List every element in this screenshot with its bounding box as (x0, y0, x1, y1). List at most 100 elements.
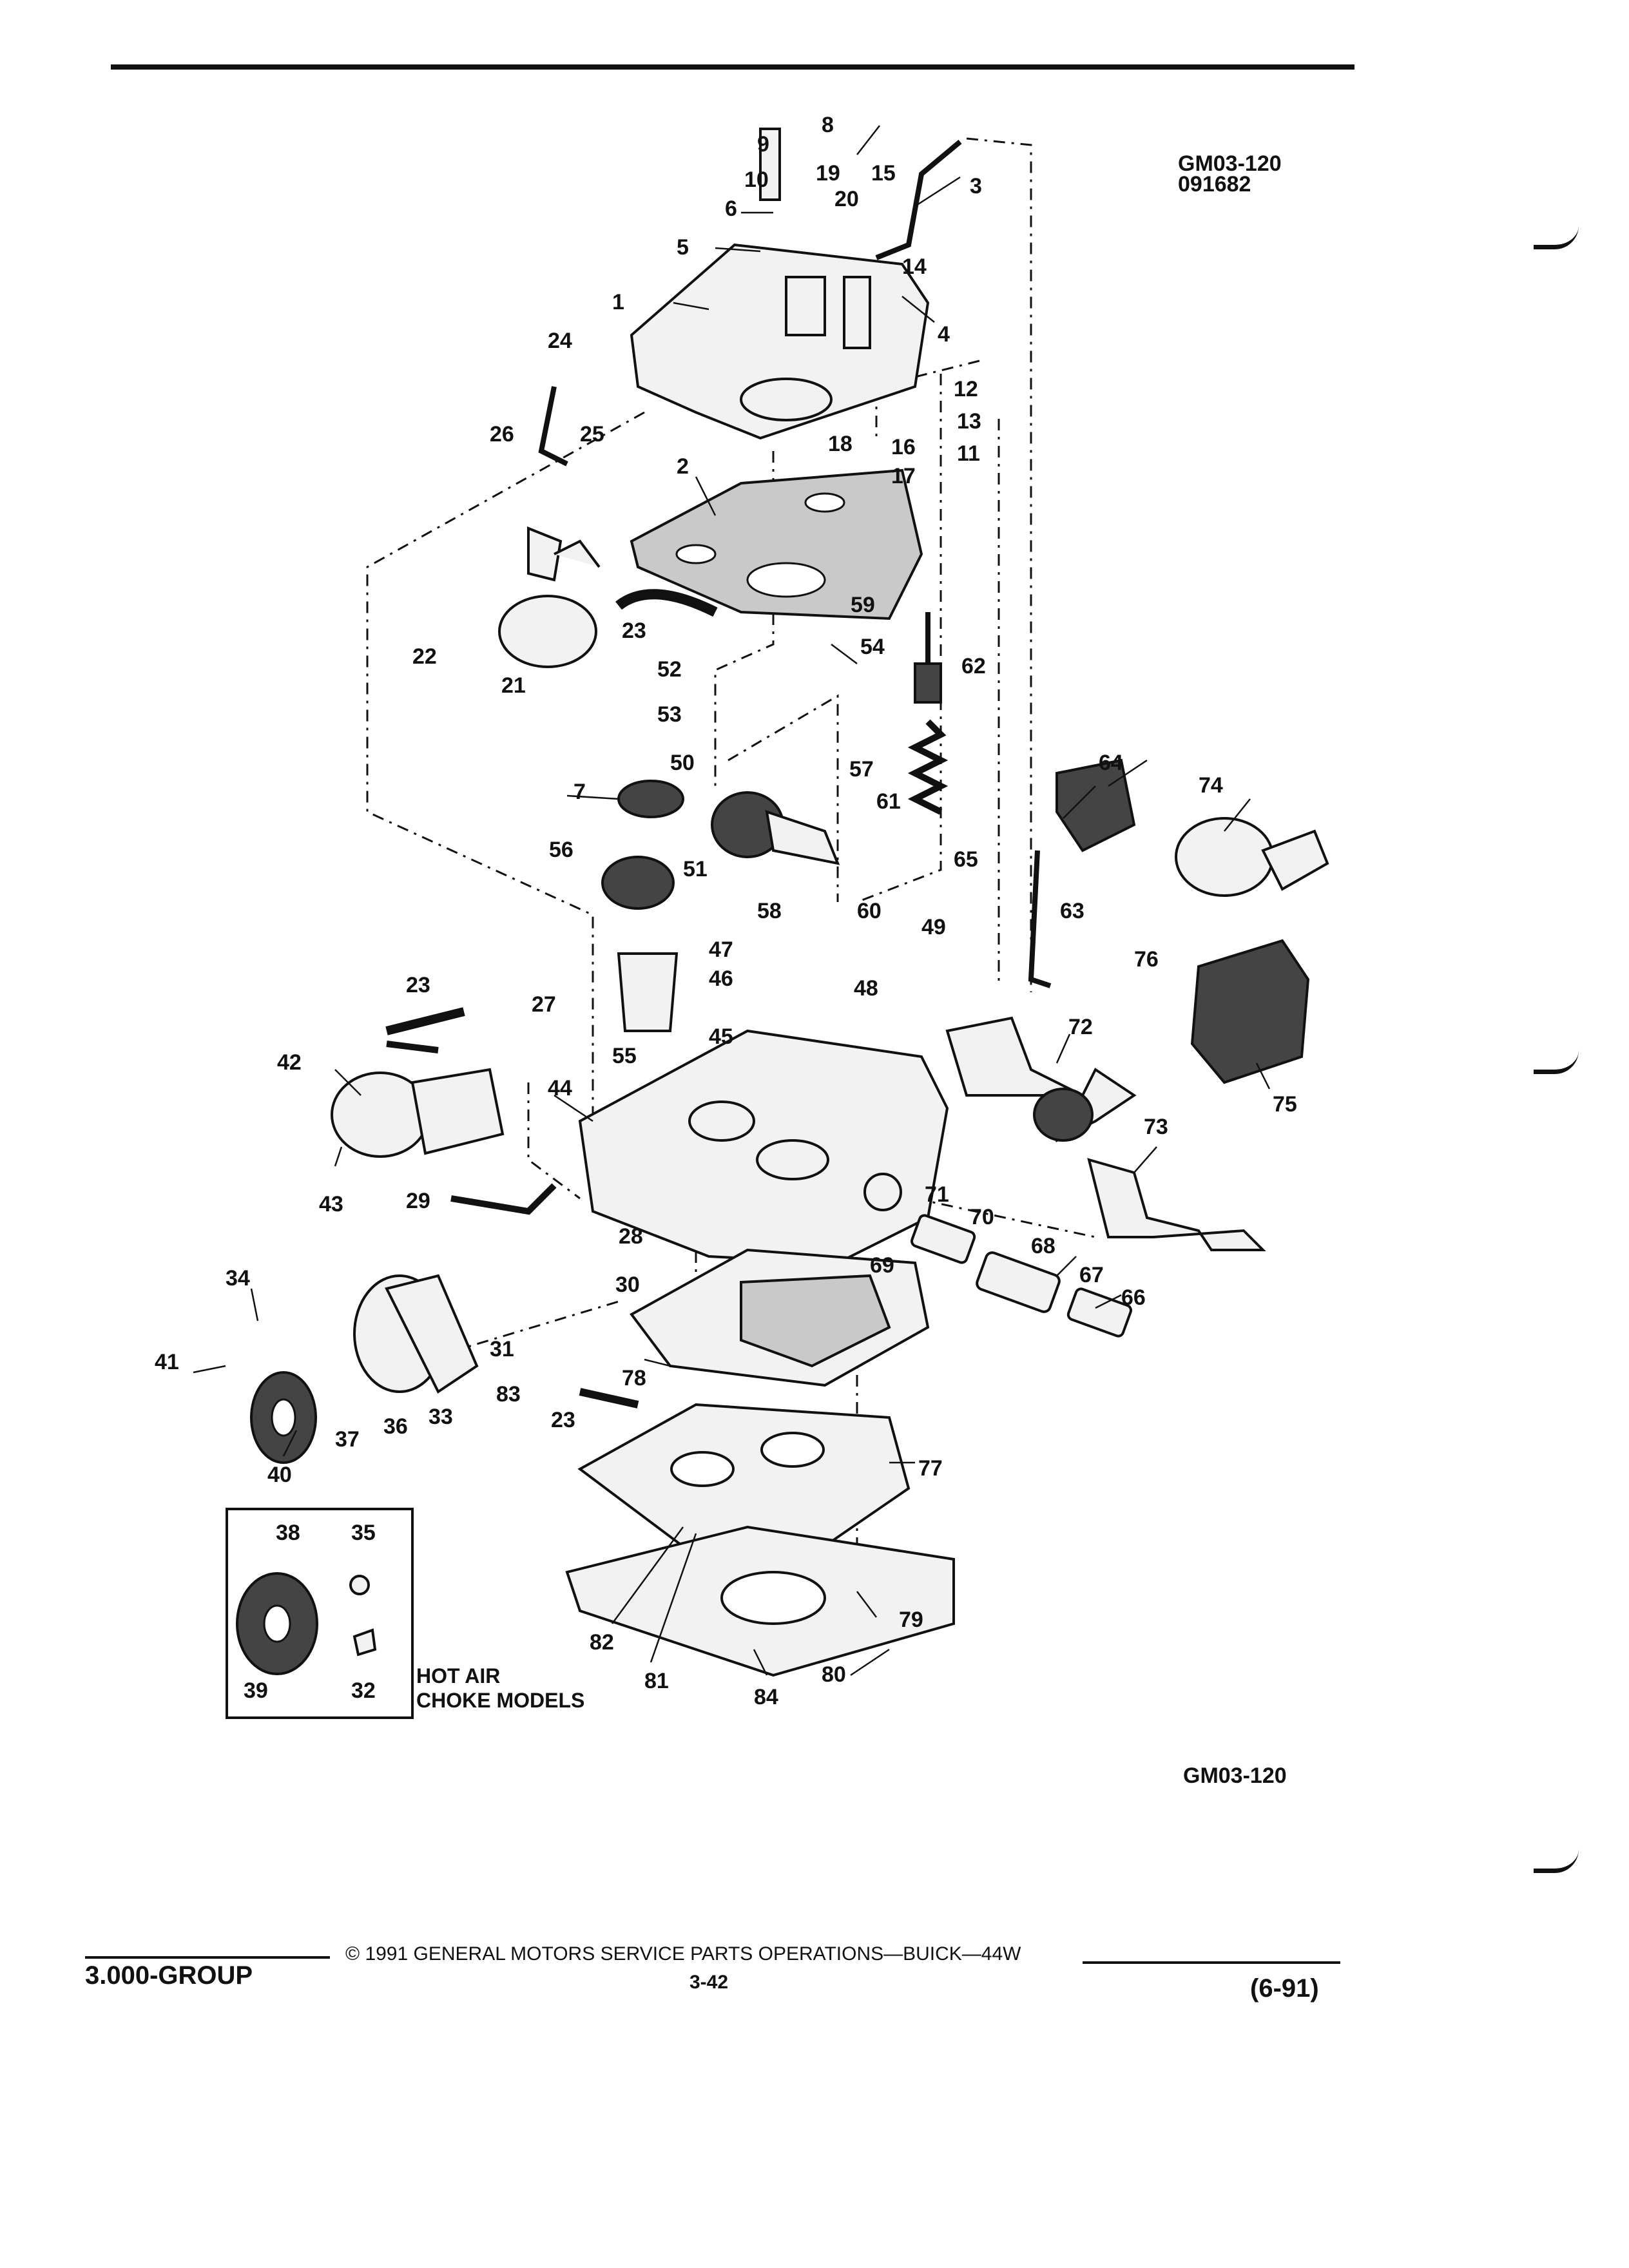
callout: 6 (725, 197, 737, 221)
figure-id: GM03-120 (1178, 151, 1282, 176)
callout: 62 (961, 654, 986, 678)
callout: 33 (429, 1405, 453, 1429)
footer-page-number: 3-42 (689, 1972, 729, 1993)
choke-thermostat-cup (601, 856, 679, 1032)
footer-group: 3.000-GROUP (85, 1961, 253, 1990)
callout: 23 (622, 619, 646, 643)
callout: 37 (335, 1427, 360, 1452)
figure-id-bottom: GM03-120 (1183, 1763, 1287, 1788)
inset-caption-line1: HOT AIR (416, 1664, 501, 1687)
callout: 28 (619, 1224, 643, 1249)
callout: 32 (351, 1678, 376, 1703)
callout: 41 (155, 1350, 179, 1374)
callout: 19 (816, 161, 840, 186)
callout: 47 (709, 937, 733, 962)
callout: 72 (1068, 1015, 1093, 1039)
top-rule (111, 64, 1354, 70)
callout: 55 (612, 1044, 637, 1068)
callout: 11 (957, 441, 980, 466)
callout: 8 (822, 113, 834, 137)
callout: 44 (548, 1076, 572, 1100)
idle-load-compensator (1190, 939, 1310, 1084)
callout: 52 (657, 657, 682, 682)
footer-rule-right (1083, 1961, 1340, 1964)
inset-caption: HOT AIR CHOKE MODELS (416, 1664, 584, 1713)
callout: 9 (757, 132, 769, 157)
footer-copyright: © 1991 GENERAL MOTORS SERVICE PARTS OPER… (345, 1943, 1021, 1965)
callout: 23 (406, 973, 430, 997)
callout: 66 (1121, 1285, 1146, 1310)
callout: 43 (319, 1192, 343, 1216)
callout: 67 (1079, 1263, 1104, 1287)
callout: 65 (954, 847, 978, 872)
callout: 64 (1099, 751, 1123, 775)
callout: 34 (226, 1266, 250, 1291)
spring (579, 1388, 639, 1408)
callout: 45 (709, 1024, 733, 1049)
footer-rule-left (85, 1956, 330, 1959)
callout: 14 (902, 255, 927, 279)
callout: 80 (822, 1662, 846, 1687)
callout: 57 (849, 757, 874, 782)
callout: 69 (870, 1253, 894, 1278)
callout: 12 (954, 377, 978, 401)
power-piston-spring (907, 612, 949, 815)
callout: 73 (1144, 1115, 1168, 1139)
choke-cover-disc (617, 780, 684, 818)
callout: 22 (412, 644, 437, 669)
callout: 25 (580, 422, 604, 447)
callout: 13 (957, 409, 981, 434)
callout: 46 (709, 966, 733, 991)
air-horn-gasket (630, 468, 923, 620)
callout: 5 (677, 235, 689, 260)
callout: 3 (970, 174, 982, 198)
callout: 48 (854, 976, 878, 1001)
callout: 50 (670, 751, 695, 775)
callout: 2 (677, 454, 689, 479)
callout: 70 (970, 1205, 994, 1229)
choke-housing (353, 1274, 479, 1394)
float-bowl (578, 1029, 949, 1265)
callout: 51 (683, 857, 708, 881)
callout: 18 (828, 432, 853, 456)
callout: 15 (871, 161, 896, 186)
callout: 1 (612, 290, 624, 314)
edge-mark (1534, 1849, 1579, 1873)
secondary-vacuum-break (331, 1068, 505, 1158)
callout: 58 (757, 899, 782, 923)
callout: 53 (657, 702, 682, 727)
callout: 56 (549, 838, 574, 862)
callout-leaders (193, 125, 1271, 1677)
throttle-body (577, 1403, 911, 1561)
callout: 71 (925, 1182, 949, 1207)
callout: 76 (1134, 947, 1159, 972)
callout: 39 (244, 1678, 268, 1703)
callout: 77 (918, 1456, 943, 1481)
linkage-rods (386, 139, 1052, 1215)
callout: 29 (406, 1189, 430, 1213)
callout: 40 (267, 1463, 292, 1487)
callout: 21 (501, 673, 526, 698)
callout: 60 (857, 899, 882, 923)
callout: 54 (860, 635, 885, 659)
air-horn (630, 128, 930, 440)
callout: 17 (891, 464, 916, 488)
callout: 78 (622, 1366, 646, 1390)
callout: 79 (899, 1608, 923, 1632)
throttle-body-gasket (630, 1248, 930, 1387)
inset-caption-line2: CHOKE MODELS (416, 1689, 585, 1712)
callout: 4 (938, 322, 950, 347)
callout: 7 (574, 780, 586, 804)
callout: 27 (532, 992, 556, 1017)
footer-revision: (6-91) (1250, 1974, 1319, 2003)
callout: 63 (1060, 899, 1084, 923)
callout: 24 (548, 329, 572, 353)
callout: 30 (615, 1273, 640, 1297)
callout: 81 (644, 1669, 669, 1693)
wiring-connector (1055, 758, 1136, 852)
callout: 83 (496, 1382, 521, 1407)
callout: 61 (876, 789, 901, 814)
float (711, 791, 840, 865)
callout: 82 (590, 1630, 614, 1655)
